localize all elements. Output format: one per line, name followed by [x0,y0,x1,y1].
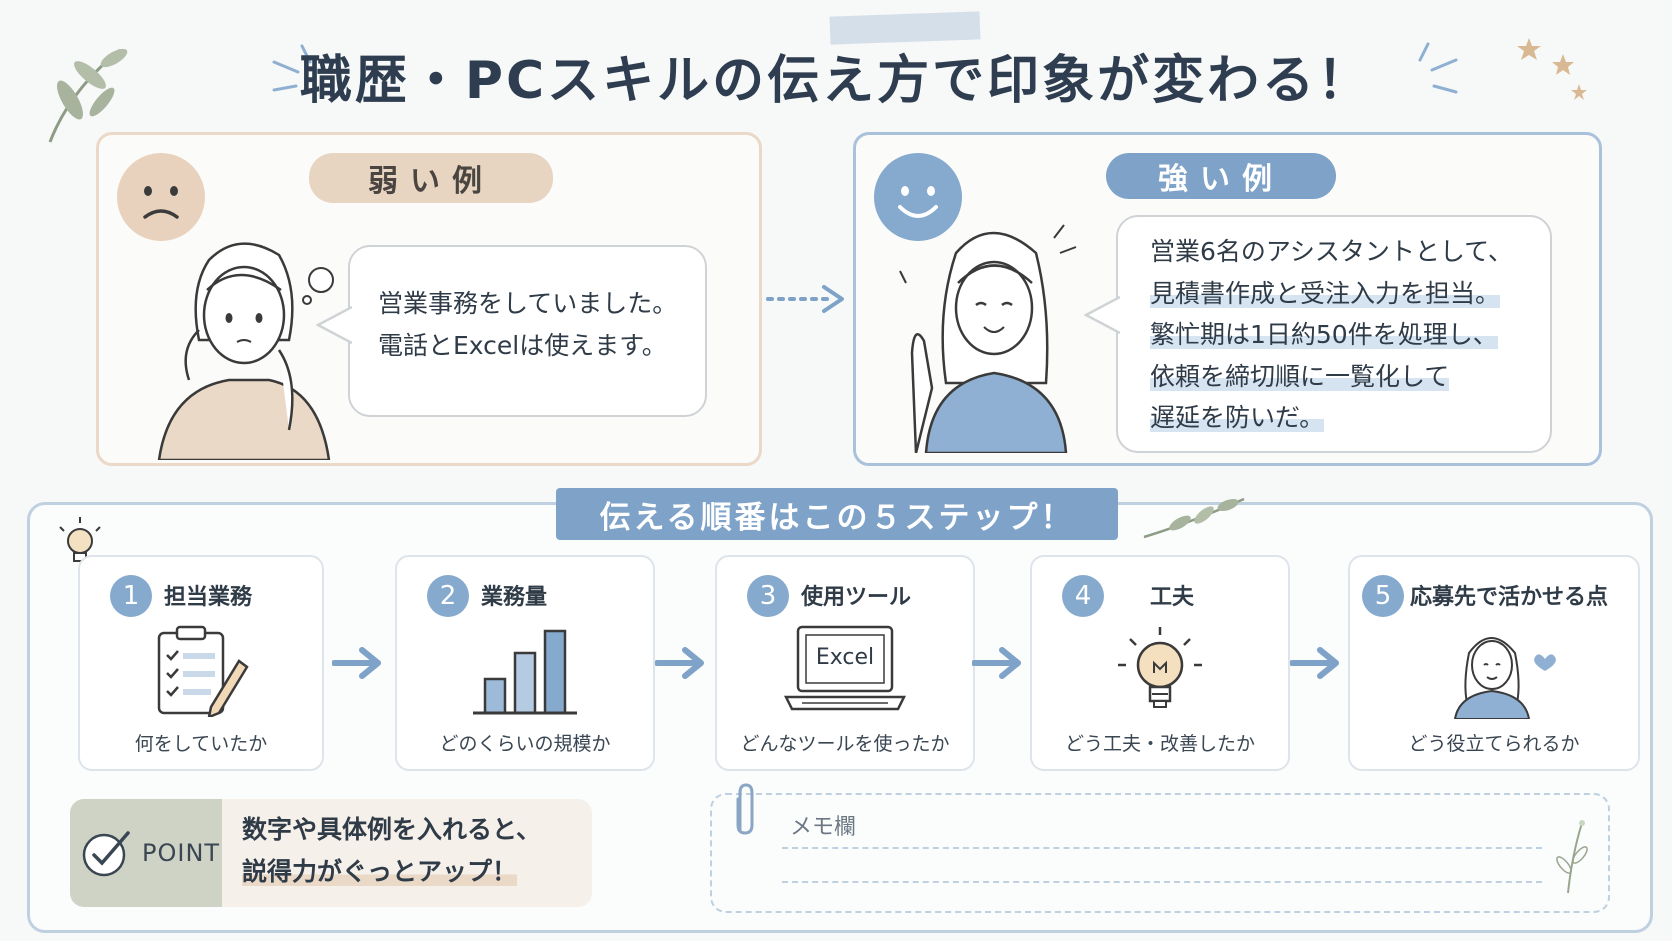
step-title-5: 応募先で活かせる点 [1410,585,1609,610]
strong-line-4: 依頼を締切順に一覧化して [1150,361,1450,391]
step-desc-5: どう役立てられるか [1408,733,1580,755]
point-text: 数字や具体例を入れると、 説得力がぐっとアップ！ [242,809,541,893]
weak-example-panel: 弱い例 営業事務をしていました。 電話とExcelは使えます。 [96,132,762,466]
strong-line-1: 営業6名のアシスタントとして、 [1150,237,1513,266]
point-line-2: 説得力がぐっとアップ！ [242,857,518,886]
flower-sprig-icon [1556,820,1588,894]
step-card-2: 2 業務量 どのくらいの規模か [395,555,655,771]
checkmark-icon [82,831,130,877]
step-number-1: 1 [110,575,152,617]
strong-speech-bubble: 営業6名のアシスタントとして、 見積書作成と受注入力を担当。 繁忙期は1日約50… [1084,215,1552,453]
five-steps-section: 伝える順番はこの５ステップ！ 1 担当業務 何をしていたか [27,488,1653,933]
sad-face-icon [117,153,205,241]
step-card-5: 5 応募先で活かせる点 どう役立てられるか [1348,555,1640,771]
laptop-screen-text: Excel [815,645,875,670]
lightbulb-icon [1118,627,1202,708]
leaf-sprig-icon [1143,497,1245,539]
memo-label: メモ欄 [790,815,857,840]
step-title-4: 工夫 [1150,585,1195,610]
step-arrow-2 [655,647,704,679]
step-title-3: 使用ツール [801,585,912,610]
woman-heart-icon [1453,637,1556,719]
strong-line-2: 見積書作成と受注入力を担当。 [1150,278,1501,308]
step-desc-2: どのくらいの規模か [439,733,611,755]
point-box: POINT 数字や具体例を入れると、 説得力がぐっとアップ！ [70,799,592,907]
confident-woman-illustration [899,224,1077,453]
memo-area[interactable]: メモ欄 [710,783,1610,913]
memo-line-2 [782,881,1542,883]
step-card-1: 1 担当業務 何をしていたか [78,555,324,771]
small-lightbulb-icon [59,517,101,562]
step-desc-3: どんなツールを使ったか [740,733,950,755]
strong-line-5: 遅延を防いだ。 [1150,403,1325,432]
steps-banner: 伝える順番はこの５ステップ！ [556,488,1118,540]
clipboard-checklist-icon [157,625,249,717]
weak-line-1: 営業事務をしていました。 [378,289,678,318]
step-desc-4: どう工夫・改善したか [1064,733,1255,755]
point-label: POINT [142,839,221,867]
bar-chart-icon [473,629,577,715]
memo-line-1 [782,847,1542,849]
weak-example-label: 弱い例 [309,153,553,203]
laptop-icon: Excel [780,623,910,717]
smile-face-icon [874,153,962,241]
weak-speech-bubble: 営業事務をしていました。 電話とExcelは使えます。 [316,245,707,417]
page-title: 職歴・PCスキルの伝え方で印象が変わる！ [299,51,1373,111]
point-line-1: 数字や具体例を入れると、 [242,815,542,844]
strong-line-3: 繁忙期は1日約50件を処理し、 [1150,320,1498,349]
step-arrow-1 [332,647,381,679]
weak-line-2: 電話とExcelは使えます。 [378,331,667,360]
step-arrow-3 [972,647,1021,679]
paperclip-icon [736,783,754,835]
worried-woman-illustration [157,242,334,460]
step-number-3: 3 [747,575,789,617]
dotted-arrow-icon [766,285,844,313]
strong-example-label: 強い例 [1106,153,1336,199]
step-title-1: 担当業務 [164,585,253,610]
step-number-5: 5 [1362,575,1404,617]
step-number-2: 2 [427,575,469,617]
step-title-2: 業務量 [481,585,548,610]
step-arrow-4 [1290,647,1339,679]
step-desc-1: 何をしていたか [134,733,268,755]
strong-example-panel: 強い例 営業6名のアシスタントとして、 見積書作成と受注入力を担当。 繁忙期は1… [853,132,1602,466]
step-number-4: 4 [1062,575,1104,617]
stars-icon [1517,38,1587,100]
point-badge: POINT [70,799,222,907]
sparkle-lines-left-icon [272,44,312,92]
sparkle-lines-right-icon [1418,42,1458,94]
leaf-branch-icon [48,48,128,143]
step-card-4: 4 工夫 どう工夫・改善したか [1030,555,1290,771]
step-card-3: 3 使用ツール Excel どんなツールを使ったか [715,555,975,771]
